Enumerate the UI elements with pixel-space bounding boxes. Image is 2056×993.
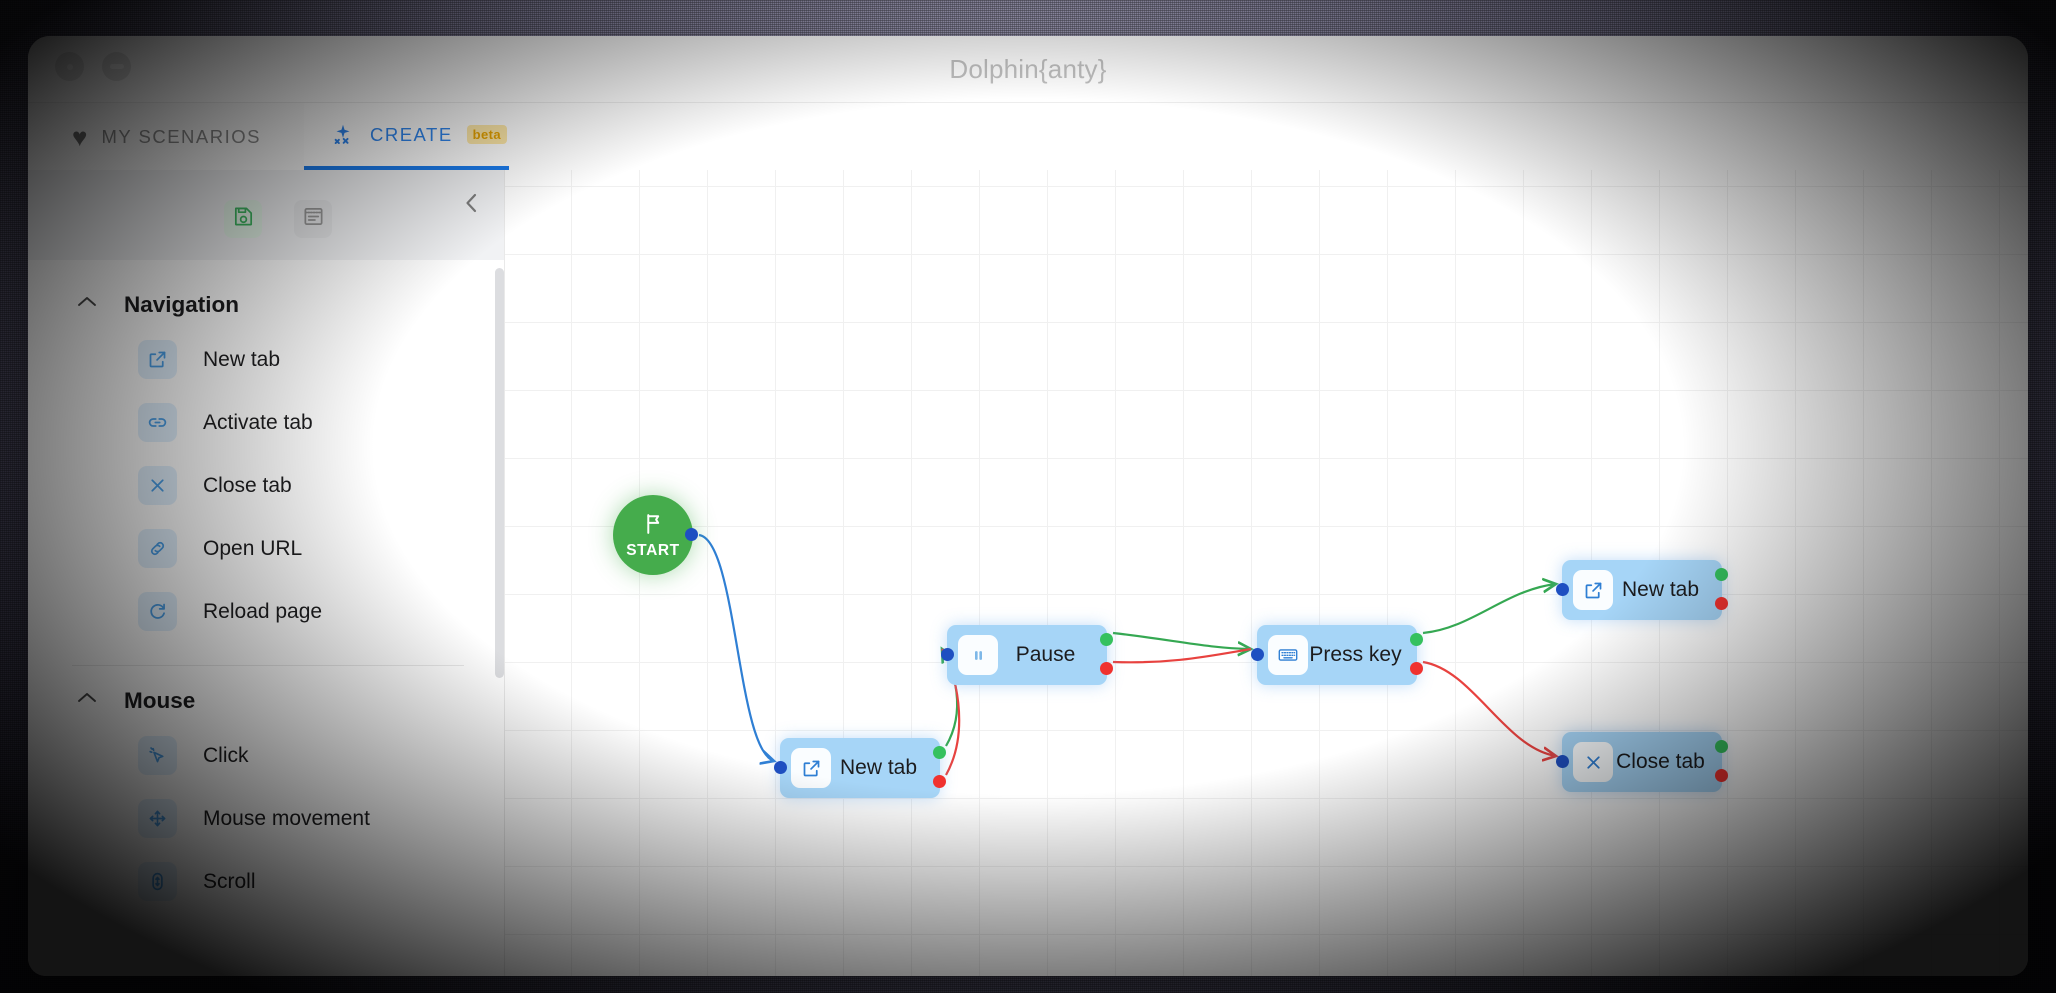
move-arrows-icon: [138, 799, 177, 838]
sidebar-tool-buttons: [224, 200, 332, 238]
sidebar-item-new-tab[interactable]: New tab: [28, 328, 504, 391]
tab-strip: ♥ MY SCENARIOS CREATE beta: [28, 102, 2028, 170]
scroll-updown-icon: [138, 862, 177, 901]
sparkle-icon: [330, 122, 356, 148]
error-port[interactable]: [1715, 597, 1728, 610]
success-port[interactable]: [1715, 740, 1728, 753]
external-link-icon: [1573, 570, 1613, 610]
success-port[interactable]: [1100, 633, 1113, 646]
sidebar-scrollbar[interactable]: [495, 268, 504, 678]
node-label: New tab: [839, 756, 918, 779]
flow-edges: [698, 533, 2028, 776]
input-port[interactable]: [774, 761, 787, 774]
beta-badge: beta: [466, 125, 508, 144]
node-label: Pause: [1015, 643, 1076, 666]
close-x-icon: [1573, 742, 1613, 782]
form-window-icon: [302, 205, 325, 233]
floppy-save-icon: [232, 205, 255, 233]
cursor-click-icon: [138, 736, 177, 775]
start-output-port[interactable]: [685, 528, 698, 541]
external-link-icon: [791, 748, 831, 788]
start-label: START: [626, 541, 680, 559]
flow-canvas[interactable]: START New tab: [505, 170, 2028, 976]
save-scenario-button[interactable]: [224, 200, 262, 238]
input-port[interactable]: [1556, 583, 1569, 596]
flow-node-new-tab-2[interactable]: New tab: [1556, 560, 1728, 620]
success-port[interactable]: [933, 746, 946, 759]
pause-icon: [958, 635, 998, 675]
success-port[interactable]: [1715, 568, 1728, 581]
flag-icon: [641, 511, 666, 541]
heart-icon: ♥: [72, 121, 88, 152]
sidebar-item-label: Open URL: [203, 536, 303, 560]
sidebar-item-scroll[interactable]: Scroll: [28, 850, 504, 913]
input-port[interactable]: [941, 648, 954, 661]
app-window: Dolphin{anty} ♥ MY SCENARIOS CREATE beta: [28, 36, 2028, 976]
group-title: Mouse: [124, 688, 196, 713]
node-label: New tab: [1621, 578, 1700, 601]
title-bar: Dolphin{anty}: [28, 36, 2028, 102]
collapse-panel-button[interactable]: [460, 188, 482, 223]
chevron-up-icon: [76, 689, 98, 709]
keyboard-icon: [1268, 635, 1308, 675]
link-chain-icon: [138, 529, 177, 568]
node-label: Close tab: [1616, 750, 1705, 773]
sidebar-item-label: Close tab: [203, 473, 292, 497]
flow-node-start[interactable]: START: [613, 495, 698, 575]
success-port[interactable]: [1410, 633, 1423, 646]
sidebar-item-label: Mouse movement: [203, 806, 370, 830]
flow-node-close-tab[interactable]: Close tab: [1556, 732, 1728, 792]
sidebar-item-reload-page[interactable]: Reload page: [28, 580, 504, 643]
sidebar-item-label: New tab: [203, 347, 281, 371]
sidebar-item-label: Click: [203, 743, 249, 767]
tab-create[interactable]: CREATE beta: [304, 103, 509, 170]
tab-my-scenarios[interactable]: ♥ MY SCENARIOS: [28, 103, 304, 170]
tab-my-scenarios-label: MY SCENARIOS: [101, 125, 261, 147]
external-link-icon: [138, 340, 177, 379]
sidebar-item-label: Scroll: [203, 869, 256, 893]
window-title: Dolphin{anty}: [949, 54, 1107, 84]
input-port[interactable]: [1556, 755, 1569, 768]
app-body: Navigation New tab: [28, 170, 2028, 976]
reload-icon: [138, 592, 177, 631]
sidebar-item-label: Activate tab: [203, 410, 313, 434]
sidebar-item-close-tab[interactable]: Close tab: [28, 454, 504, 517]
error-port[interactable]: [1410, 662, 1423, 675]
chevron-up-icon: [76, 293, 98, 313]
close-x-icon: [138, 466, 177, 505]
action-list[interactable]: Navigation New tab: [28, 260, 504, 976]
sidebar: Navigation New tab: [28, 170, 505, 976]
sidebar-toolbar: [28, 170, 504, 260]
error-port[interactable]: [1715, 769, 1728, 782]
flow-node-new-tab-1[interactable]: New tab: [774, 738, 946, 798]
input-port[interactable]: [1251, 648, 1264, 661]
sidebar-item-open-url[interactable]: Open URL: [28, 517, 504, 580]
sidebar-item-mouse-movement[interactable]: Mouse movement: [28, 787, 504, 850]
flow-node-press-key[interactable]: Press key: [1251, 625, 1423, 685]
group-header-navigation[interactable]: Navigation: [28, 270, 504, 328]
scenario-properties-button[interactable]: [294, 200, 332, 238]
flow-node-pause[interactable]: Pause: [941, 625, 1113, 685]
sidebar-item-activate-tab[interactable]: Activate tab: [28, 391, 504, 454]
unlink-icon: [138, 403, 177, 442]
group-title: Navigation: [124, 292, 240, 317]
node-label: Press key: [1309, 643, 1402, 666]
error-port[interactable]: [933, 775, 946, 788]
tab-create-label: CREATE: [370, 123, 453, 145]
sidebar-item-click[interactable]: Click: [28, 724, 504, 787]
error-port[interactable]: [1100, 662, 1113, 675]
sidebar-item-label: Reload page: [203, 599, 323, 623]
group-header-mouse[interactable]: Mouse: [28, 666, 504, 724]
